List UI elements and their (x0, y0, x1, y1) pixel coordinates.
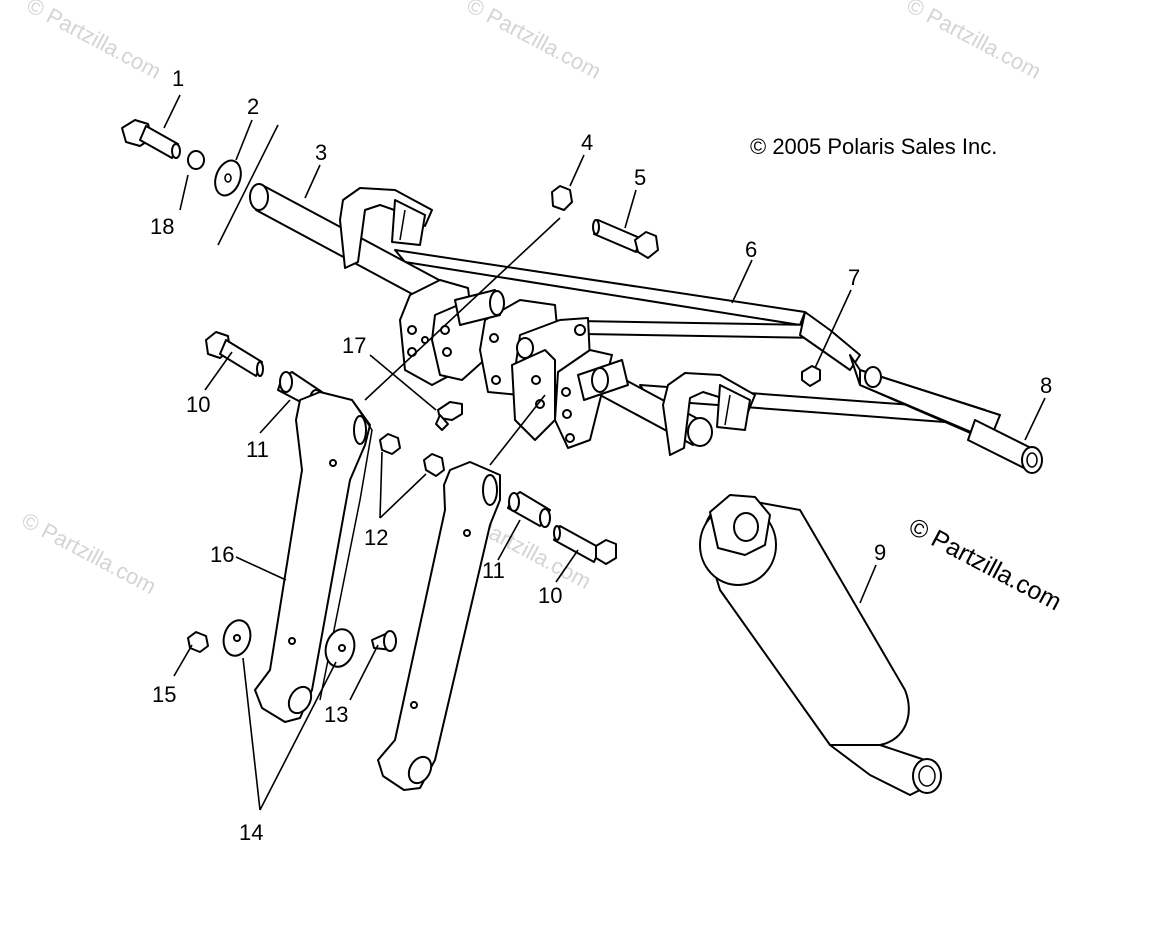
callout-12: 12 (364, 525, 388, 550)
watermark-partzilla: © Partzilla.com (904, 513, 1066, 617)
watermark-top-center: © Partzilla.com (463, 0, 606, 84)
callout-11-left: 11 (246, 437, 269, 462)
callout-8: 8 (1040, 373, 1052, 398)
callout-6: 6 (745, 237, 757, 262)
callout-5: 5 (634, 165, 646, 190)
callout-4: 4 (581, 130, 593, 155)
cross-tube (454, 289, 629, 401)
link-arm-16 (254, 391, 373, 723)
callout-16: 16 (210, 542, 234, 567)
nut-12-left (379, 433, 401, 455)
callout-10-left: 10 (186, 392, 210, 417)
nut-4 (551, 185, 573, 211)
bolt-10-left (205, 331, 264, 377)
bolt-1 (121, 119, 181, 159)
callout-10-right: 10 (538, 583, 562, 608)
callout-11-right: 11 (482, 558, 505, 583)
leader-lines (163, 94, 1046, 811)
bushing-11-right (507, 491, 551, 528)
axle-end-8 (967, 419, 1043, 474)
watermark-top-left: © Partzilla.com (23, 0, 166, 84)
nut-15 (187, 631, 209, 653)
grease-fitting-17 (435, 401, 463, 431)
lock-washer-18 (187, 150, 205, 170)
callout-1: 1 (172, 66, 184, 91)
callout-9: 9 (874, 540, 886, 565)
callout-15: 15 (152, 682, 176, 707)
callout-17: 17 (342, 333, 366, 358)
callout-2: 2 (247, 94, 259, 119)
nut-12-right (423, 453, 445, 477)
separator-line (217, 124, 279, 246)
callout-14: 14 (239, 820, 263, 845)
link-arm-right (377, 461, 501, 791)
callouts: 1 2 3 4 5 6 7 8 9 10 10 11 11 12 13 14 1… (150, 66, 1052, 845)
callout-13: 13 (324, 702, 348, 727)
callout-7: 7 (848, 265, 860, 290)
callout-18: 18 (150, 214, 174, 239)
watermark-mid-left: © Partzilla.com (18, 507, 161, 599)
shock-absorber-9 (699, 494, 942, 796)
tube-bracket-left (339, 187, 433, 269)
bolt-5 (592, 219, 659, 259)
bolt-10-right (553, 525, 617, 565)
washers-14 (222, 619, 356, 668)
washer-2 (214, 159, 242, 197)
tube-bracket-right (662, 372, 756, 456)
mounting-plates (399, 279, 613, 449)
callout-3: 3 (315, 140, 327, 165)
copyright-text: © 2005 Polaris Sales Inc. (750, 134, 997, 159)
grease-fitting-7 (801, 365, 821, 387)
watermark-top-right: © Partzilla.com (903, 0, 1046, 84)
